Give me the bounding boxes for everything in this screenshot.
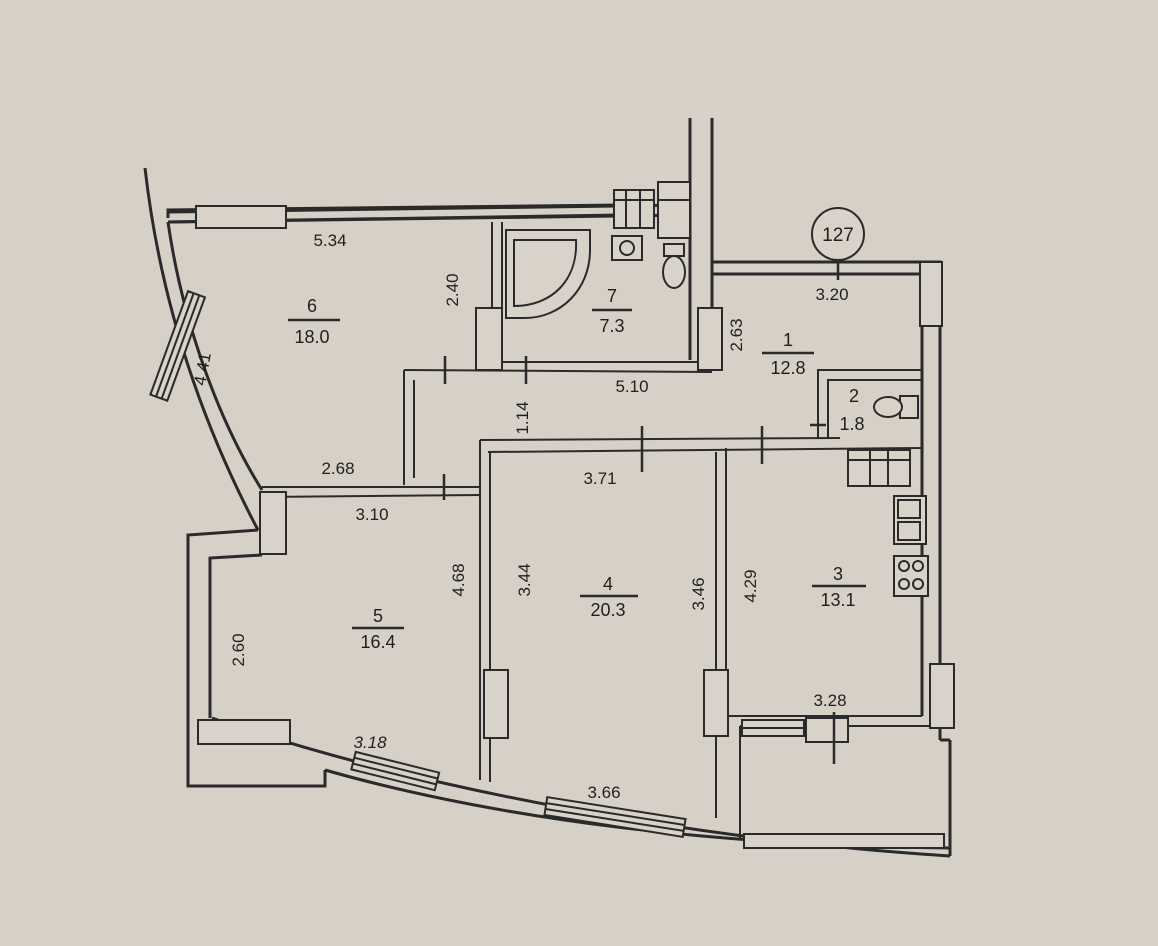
room1-number: 1 <box>783 330 793 350</box>
room3-number: 3 <box>833 564 843 584</box>
dim-room7-right: 2.63 <box>727 318 746 351</box>
washer-icon <box>613 189 655 229</box>
room4-area: 20.3 <box>590 600 625 620</box>
dim-hall-top: 3.20 <box>815 285 848 304</box>
room2-number: 2 <box>849 386 859 406</box>
kitchen-unit-icon <box>847 449 911 487</box>
dim-room5-left: 2.60 <box>229 633 248 666</box>
dim-room4-bottom: 3.66 <box>587 783 620 802</box>
stove-icon <box>893 555 929 597</box>
apartment-badge: 127 <box>811 207 865 280</box>
dim-room3-left: 4.29 <box>741 569 760 602</box>
room6-number: 6 <box>307 296 317 316</box>
room4-number: 4 <box>603 574 613 594</box>
curved-wall-left <box>143 167 260 531</box>
room5-area: 16.4 <box>360 632 395 652</box>
room2-area: 1.8 <box>839 414 864 434</box>
room6-area: 18.0 <box>294 327 329 347</box>
dim-room6-top: 5.34 <box>313 231 346 250</box>
dim-room4-top: 3.71 <box>583 469 616 488</box>
dim-room5-top: 3.10 <box>355 505 388 524</box>
dim-room6-bottom: 2.68 <box>321 459 354 478</box>
partitions <box>259 261 955 743</box>
balcony-edge <box>743 833 945 849</box>
dim-room4-left: 3.44 <box>515 563 534 596</box>
room7-area: 7.3 <box>599 316 624 336</box>
dim-room6-curve: 4.41 <box>190 351 214 387</box>
dimension-labels: 5.34 2.40 4.41 2.68 2.63 3.20 5.10 1.14 … <box>190 231 848 802</box>
windows <box>149 205 945 849</box>
window-room6 <box>195 205 287 229</box>
dim-corridor-length: 5.10 <box>615 377 648 396</box>
dim-room5-bottom: 3.18 <box>353 733 387 752</box>
fixtures <box>505 181 929 597</box>
dim-room5-right: 4.68 <box>449 563 468 596</box>
room5-number: 5 <box>373 606 383 626</box>
door-marks <box>442 356 836 764</box>
apartment-number: 127 <box>822 225 854 246</box>
dim-corridor-width: 1.14 <box>513 401 532 434</box>
room1-area: 12.8 <box>770 358 805 378</box>
bathtub-icon <box>505 229 591 319</box>
dim-room6-right: 2.40 <box>443 273 462 306</box>
room-labels: 6 18.0 7 7.3 1 12.8 2 1.8 3 13.1 4 20.3 … <box>288 286 866 652</box>
window-room5 <box>350 750 441 792</box>
room7-number: 7 <box>607 286 617 306</box>
dim-room3-bottom: 3.28 <box>813 691 846 710</box>
window-room4 <box>543 796 687 838</box>
room5-outer-wall <box>186 528 327 788</box>
window-room5-left <box>197 719 291 745</box>
toilet-icon <box>663 243 685 257</box>
room3-area: 13.1 <box>820 590 855 610</box>
dim-room4-right: 3.46 <box>689 577 708 610</box>
